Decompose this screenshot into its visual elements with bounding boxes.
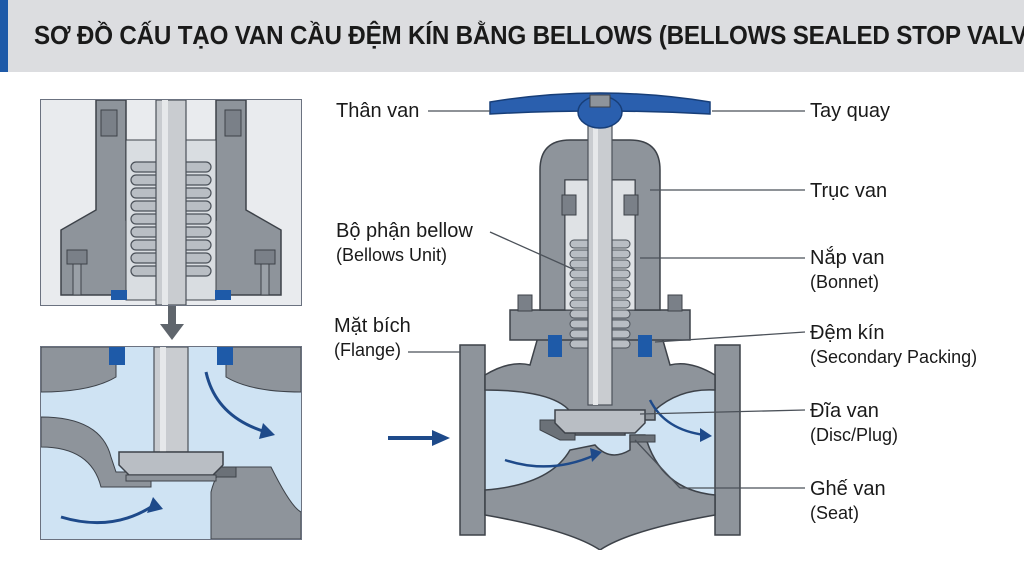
disc-detail-drawing <box>41 347 301 539</box>
label-ghe-van: Ghế van (Seat) <box>810 477 886 525</box>
label-nap-van: Nắp van (Bonnet) <box>810 246 885 294</box>
bellows-detail-drawing <box>41 100 301 305</box>
label-tay-quay: Tay quay <box>810 100 891 122</box>
flow-arrow-icon <box>60 371 267 525</box>
page-title: SƠ ĐỒ CẤU TẠO VAN CẦU ĐỆM KÍN BẰNG BELLO… <box>34 20 1024 50</box>
flow-arrow-icon <box>504 399 706 468</box>
inlet-flange <box>459 344 486 536</box>
label-dem-kin-en: (Secondary Packing) <box>810 347 978 367</box>
detail-panel-bellows <box>40 99 302 306</box>
label-nap-van-en: (Bonnet) <box>810 272 880 292</box>
label-dem-kin-vi: Đệm kín <box>810 322 885 344</box>
label-ghe-van-vi: Ghế van <box>810 478 886 500</box>
outlet-flange <box>714 344 741 536</box>
label-mat-bich: Mặt bích (Flange) <box>334 314 411 362</box>
label-bo-phan-bellow-vi: Bộ phận bellow <box>336 220 473 242</box>
label-than-van: Thân van <box>336 100 420 122</box>
label-bo-phan-bellow-en: (Bellows Unit) <box>336 245 448 265</box>
title-bar: SƠ ĐỒ CẤU TẠO VAN CẦU ĐỆM KÍN BẰNG BELLO… <box>0 0 1024 72</box>
label-dia-van: Đĩa van (Disc/Plug) <box>810 399 898 447</box>
stem <box>587 114 613 406</box>
label-dia-van-vi: Đĩa van <box>810 400 879 422</box>
inlet-flow-arrow-icon <box>388 430 450 446</box>
label-dia-van-en: (Disc/Plug) <box>810 425 899 445</box>
down-arrow-icon <box>160 306 184 340</box>
disc <box>554 409 646 434</box>
label-ghe-van-en: (Seat) <box>810 503 860 523</box>
label-bo-phan-bellow: Bộ phận bellow (Bellows Unit) <box>336 219 473 267</box>
title-accent-bar <box>0 0 8 72</box>
main-valve-drawing <box>459 92 741 550</box>
label-mat-bich-en: (Flange) <box>334 340 402 360</box>
label-truc-van: Trục van <box>810 180 888 202</box>
label-dem-kin: Đệm kín (Secondary Packing) <box>810 321 977 369</box>
label-mat-bich-vi: Mặt bích <box>334 315 411 337</box>
detail-panel-disc <box>40 346 302 540</box>
label-nap-van-vi: Nắp van <box>810 247 885 269</box>
